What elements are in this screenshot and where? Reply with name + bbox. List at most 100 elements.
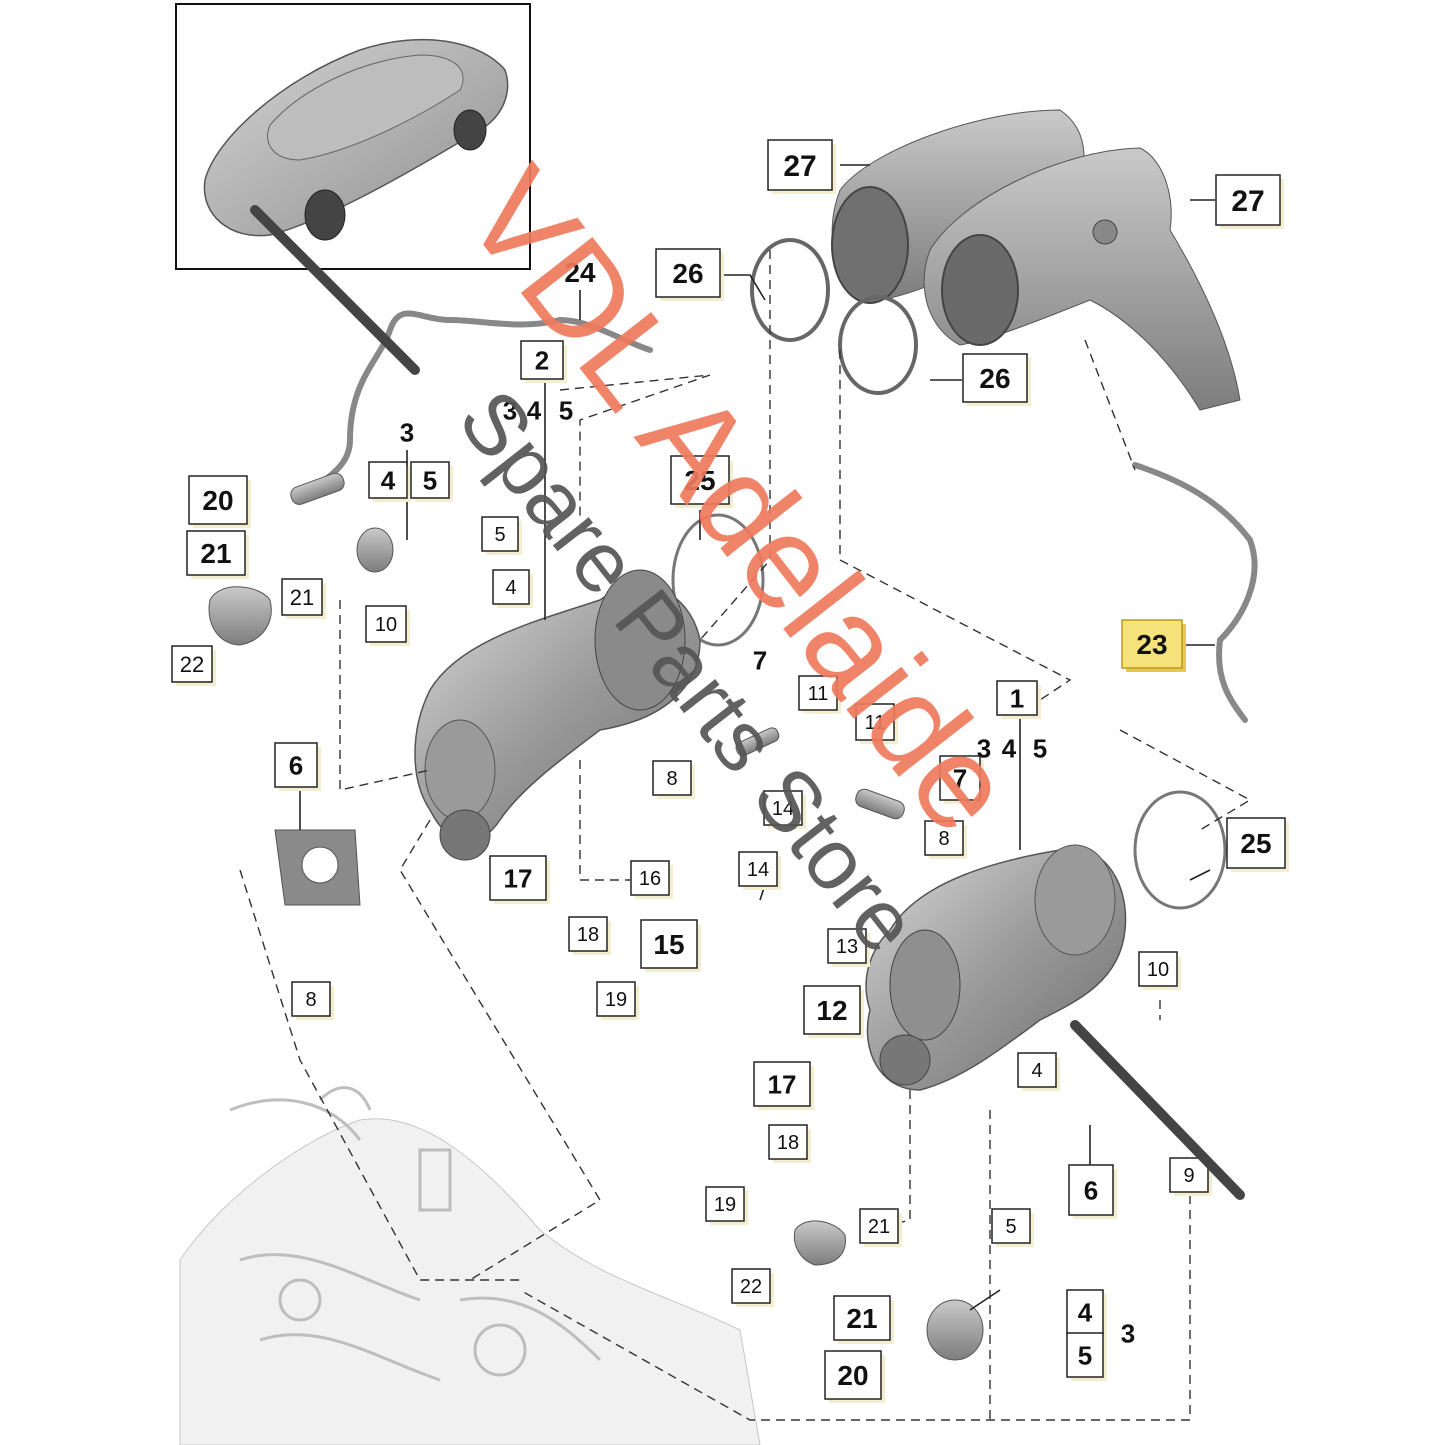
part-callout-2: 2 [520,340,567,383]
part-callout-5: 5 [991,1208,1034,1247]
part-callout-25: 25 [670,455,733,508]
part-callout-10: 10 [365,605,410,646]
callout-number: 8 [938,828,949,850]
callout-box [188,475,248,525]
callout-box [705,1186,745,1222]
callout-box [186,530,246,576]
callout-box [859,1208,899,1244]
callout-number: 10 [1147,959,1169,981]
part-callout-11: 11 [855,703,898,744]
callout-number: 2 [535,345,549,375]
part-callout-3: 3 [1121,1318,1135,1348]
part-callout-5: 5 [1066,1332,1107,1381]
part-callout-26: 26 [655,248,724,301]
callout-box [171,645,213,683]
callout-box [655,248,721,298]
callout-box [798,675,838,711]
part-callout-27: 27 [1215,174,1284,229]
callout-number: 9 [1183,1165,1194,1187]
part-callout-12: 12 [803,985,864,1038]
callout-box [991,1208,1031,1244]
part-callout-4: 4 [1002,733,1017,763]
callout-box [520,340,564,380]
callout-number: 18 [777,1132,799,1154]
watermark-slash-lines [250,205,1245,1200]
callout-number: 4 [1002,733,1017,763]
part-callout-9: 9 [1169,1157,1212,1196]
callout-box [596,981,636,1017]
part-callout-14: 14 [738,851,781,890]
part-callout-19: 19 [596,981,639,1020]
callout-number: 4 [505,577,516,599]
part-callout-5: 5 [481,516,522,555]
part-callout-20: 20 [824,1350,885,1403]
callout-number: 10 [375,614,397,636]
part-callout-21: 21 [859,1208,902,1247]
callout-number: 8 [666,768,677,790]
part-callout-15: 15 [640,919,701,972]
callout-number: 6 [289,750,303,780]
callout-box [738,851,778,887]
part-callout-6: 6 [274,742,321,791]
vehicle-inset [175,3,531,270]
callout-box [492,569,530,605]
callout-box [1215,174,1281,226]
callout-number: 20 [202,485,233,516]
callout-number: 18 [577,924,599,946]
callout-box [1169,1157,1209,1193]
callout-box [489,855,547,901]
callout-box [731,1268,771,1304]
callout-number: 7 [953,763,967,793]
part-callout-8: 8 [924,820,967,859]
part-callout-10: 10 [1138,951,1181,990]
callout-number: 4 [527,395,542,425]
callout-number: 19 [605,989,627,1011]
part-callout-4: 4 [1066,1289,1107,1338]
callout-number: 3 [400,417,414,447]
callout-number: 22 [740,1276,762,1298]
part-callout-8: 8 [652,760,695,799]
callout-number: 5 [494,524,505,546]
part-callout-3: 3 [400,417,414,447]
callout-box [824,1350,882,1400]
callout-number: 22 [180,652,204,677]
part-callout-17: 17 [753,1061,814,1110]
part-callout-4: 4 [368,461,411,502]
right-turbocharger-illustration [865,844,1127,1091]
part-callout-18: 18 [768,1124,811,1163]
callout-box [365,605,407,643]
part-callout-16: 16 [630,860,673,899]
oxygen-sensor-cables [297,310,1258,723]
callout-number: 21 [290,585,314,610]
callout-box [410,461,450,499]
part-callout-24: 24 [564,257,596,288]
callout-box [1017,1052,1057,1088]
callout-number: 11 [808,683,829,705]
part-callout-14: 14 [763,790,806,829]
part-callout-3: 3 [503,395,517,425]
callout-box [768,1124,808,1160]
callout-box [1226,817,1286,869]
part-callout-20: 20 [188,475,251,528]
callout-number: 5 [1033,733,1047,763]
car-illustration [203,38,509,241]
callout-box [274,742,318,788]
callout-number: 11 [865,712,886,734]
callout-box [767,139,833,191]
callout-number: 21 [200,538,231,569]
callout-number: 19 [714,1194,736,1216]
callout-box [281,578,323,616]
callout-box [670,455,730,505]
callout-box [763,790,803,826]
callout-box [939,755,981,801]
part-callout-7: 7 [939,755,984,804]
part-callout-18: 18 [568,916,611,955]
callout-box [1138,951,1178,987]
callout-number: 25 [1240,828,1271,859]
part-callout-25: 25 [1226,817,1289,872]
callout-number: 16 [639,868,661,890]
callout-box [1066,1332,1104,1378]
part-callout-26: 26 [962,353,1031,406]
engine-block-illustration [179,1086,761,1445]
